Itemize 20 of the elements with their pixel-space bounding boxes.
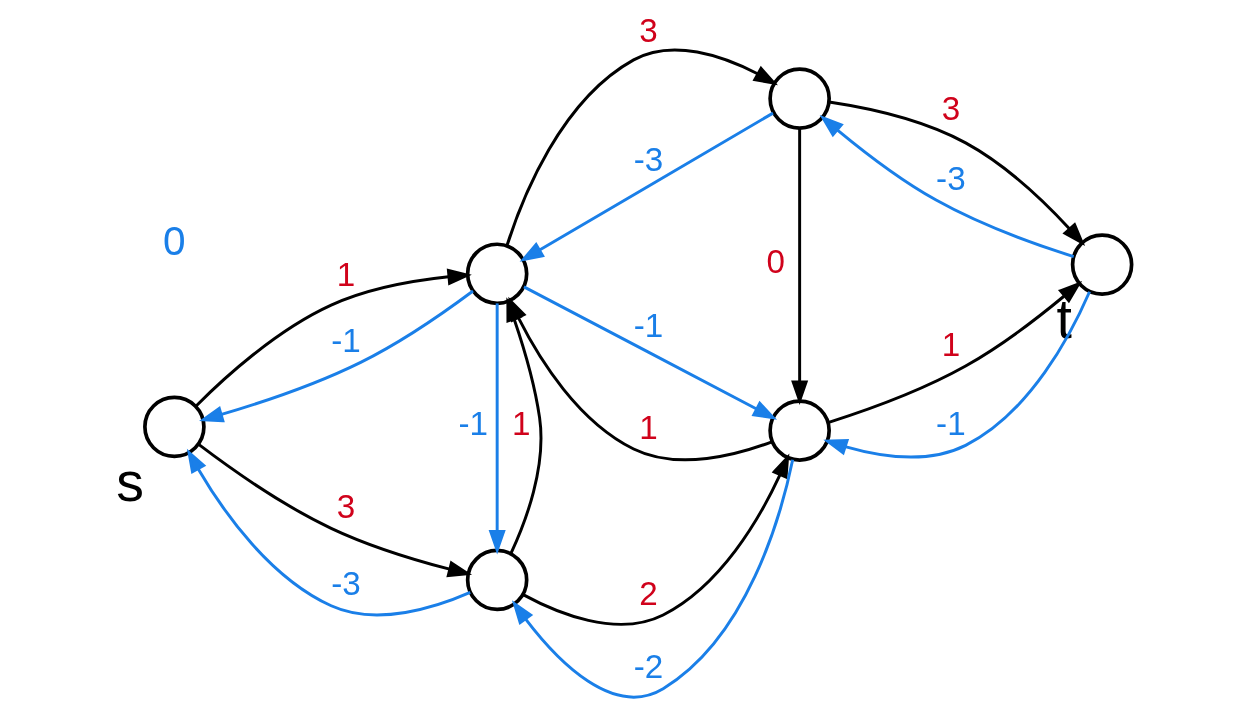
edge-label: 2 [638,574,658,612]
edge-label: -1 [633,307,663,345]
edge-label: -1 [935,404,966,442]
edge-label: 1 [941,325,960,363]
node-label: s [115,450,144,513]
edge-label: -1 [457,404,488,442]
node-label: t [1056,288,1072,351]
edge-label: -2 [633,648,663,686]
edge-label: -1 [330,321,361,359]
edge-label: 1 [638,408,658,446]
label: 0 [162,217,186,264]
edge-label: 1 [336,255,355,293]
edge-label: -3 [330,565,361,603]
edge-label: 3 [336,487,355,525]
edge-label: -3 [935,159,966,197]
edge-label: 3 [941,89,960,127]
edge-label: -3 [633,141,663,179]
edge-label: 1 [511,404,530,442]
edge-label: 3 [638,12,658,50]
edge-label: 0 [765,242,785,280]
